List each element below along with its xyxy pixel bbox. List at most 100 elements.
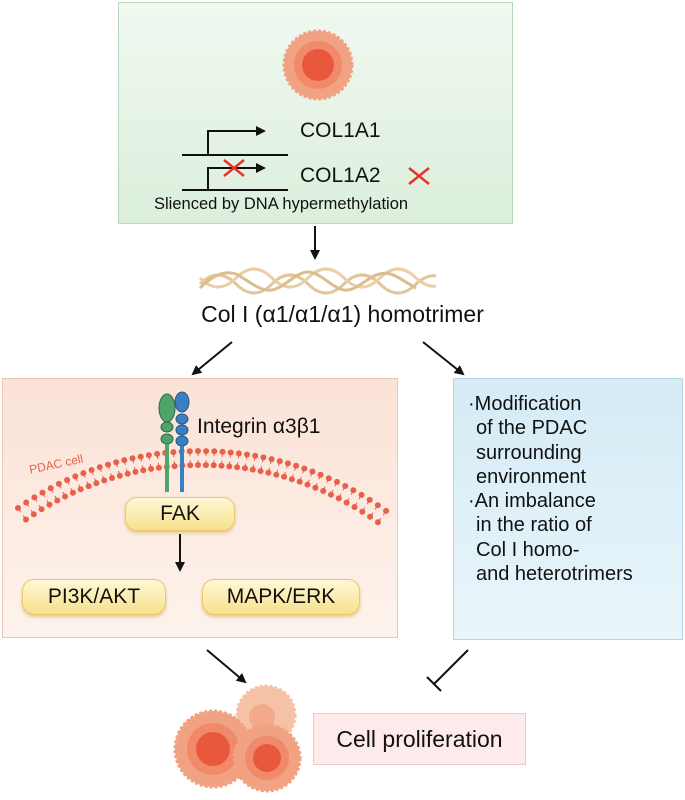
fak-box: FAK (125, 497, 235, 531)
lipid-tail (244, 463, 247, 469)
lipid-tail (382, 510, 387, 516)
lipid-tail (54, 495, 58, 501)
integrin-a3b1-icon (158, 391, 190, 492)
lipid-tail (236, 462, 239, 468)
proliferating-cells-icon (173, 684, 302, 793)
lipid-tail (245, 454, 248, 460)
lipid-tail (269, 458, 273, 465)
lipid-tail (58, 483, 62, 489)
lipid-tail (94, 478, 97, 484)
lipid-head (252, 452, 259, 459)
silenced-x-icon (408, 167, 430, 185)
lipid-tail (342, 485, 346, 491)
microenvironment-line: environment (476, 465, 587, 488)
lipid-tail (354, 502, 358, 508)
lipid-tail (314, 482, 318, 488)
collagen-helix-icon (198, 267, 437, 295)
lipid-tail (326, 477, 330, 483)
lipid-tail (82, 472, 86, 478)
lipid-tail (369, 512, 374, 518)
microenvironment-line: ·An imbalance (468, 490, 596, 513)
lipid-tail (86, 481, 90, 487)
lipid-tail (132, 458, 135, 464)
pi3k-akt-box: PI3K/AKT (22, 579, 166, 615)
lipid-tail (275, 469, 278, 475)
lipid-tail (358, 494, 362, 500)
lipid-tail (74, 476, 78, 482)
lipid-tail (278, 460, 281, 467)
lipid-tail (46, 500, 50, 505)
microenvironment-panel (453, 378, 683, 640)
lipid-tail (157, 462, 160, 468)
microenvironment-line: ·Modification (468, 393, 582, 415)
col1a2-gene-icon (182, 163, 288, 191)
lipid-tail (286, 463, 289, 469)
lipid-tail (330, 489, 334, 495)
lipid-tail (283, 471, 286, 477)
lipid-tail (25, 502, 30, 507)
lipid-tail (228, 461, 231, 467)
lipid-tail (374, 504, 379, 510)
lipid-tail (334, 481, 338, 487)
lipid-tail (110, 473, 113, 479)
lipid-tail (361, 507, 366, 513)
lipid-tail (38, 504, 43, 510)
microenvironment-line: in the ratio of (476, 514, 592, 537)
lipid-tail (261, 457, 264, 463)
lipid-tail (99, 466, 102, 473)
lipid-tail (322, 486, 326, 492)
lipid-tail (253, 455, 256, 461)
lipid-tail (291, 474, 294, 480)
gene-col1a2-label: COL1A2 (300, 164, 381, 187)
lipid-tail (140, 456, 143, 462)
lipid-tail (346, 497, 350, 503)
arrow-to-integrin-panel (191, 341, 233, 376)
lipid-tail (70, 487, 74, 493)
lipid-tail (33, 497, 38, 502)
lipid-tail (237, 453, 240, 459)
lipid-tail (377, 517, 382, 523)
microenvironment-line: Col I homo- (476, 538, 580, 561)
microenvironment-line: and heterotrimers (476, 563, 633, 586)
lipid-tail (107, 464, 110, 470)
integrin-label: Integrin α3β1 (197, 415, 321, 438)
lipid-tail (229, 452, 232, 458)
lipid-tail (42, 492, 46, 498)
lipid-tail (260, 466, 263, 472)
lipid-tail (123, 459, 126, 466)
lipid-tail (366, 499, 371, 505)
microenvironment-text: ·Modification of the PDAC surrounding en… (468, 392, 680, 586)
homotrimer-label: Col I (α1/α1/α1) homotrimer (201, 301, 484, 327)
lipid-tail (294, 465, 297, 471)
lipid-tail (148, 455, 151, 461)
lipid-tail (66, 479, 70, 485)
gene-col1a1-label: COL1A1 (300, 119, 381, 142)
lipid-tail (133, 466, 136, 473)
lipid-tail (62, 491, 66, 497)
lipid-tail (102, 475, 105, 481)
col1a1-gene-icon (182, 126, 288, 156)
lipid-tail (126, 468, 129, 474)
transcription-block-icon (223, 159, 245, 177)
arrow-to-microenvironment-panel (422, 341, 465, 376)
microenvironment-line: of the PDAC (476, 417, 588, 440)
cell-membrane (15, 448, 390, 526)
microenvironment-line: surrounding (476, 441, 582, 464)
lipid-tail (318, 474, 322, 480)
arrow-to-proliferation (206, 649, 247, 684)
lipid-tail (91, 469, 94, 475)
lipid-tail (149, 463, 152, 469)
lipid-tail (30, 509, 35, 515)
lipid-tail (307, 479, 310, 485)
lipid-tail (310, 471, 313, 477)
lipid-tail (302, 468, 305, 474)
lipid-tail (141, 465, 144, 471)
lipid-tail (156, 453, 159, 459)
lipid-tail (115, 462, 118, 468)
cell-proliferation-box: Cell proliferation (313, 713, 526, 765)
lipid-tail (299, 476, 302, 482)
inhibition-line (426, 649, 469, 692)
silencing-note: Slienced by DNA hypermethylation (154, 195, 409, 213)
lipid-tail (17, 507, 22, 513)
